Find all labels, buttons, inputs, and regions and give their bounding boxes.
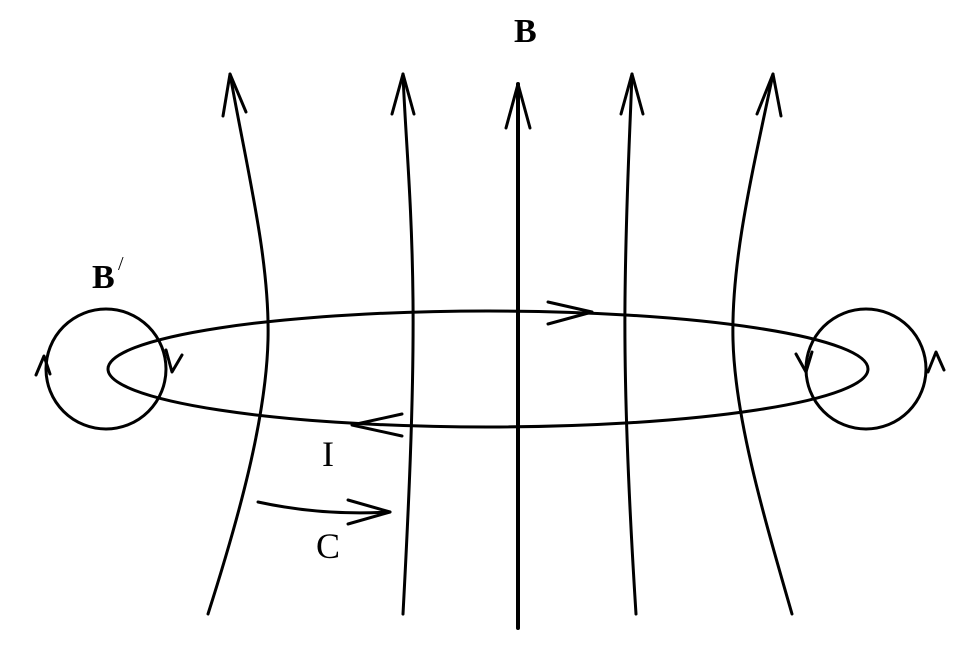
- label-contour: C: [316, 526, 340, 566]
- field-line-right-outer: [731, 72, 794, 616]
- label-field-main: B: [514, 13, 537, 50]
- current-arrow-bottom: [350, 412, 404, 438]
- field-line-center: [504, 82, 532, 630]
- loop-field-right-arrow-right: [926, 350, 946, 374]
- loop-field-left-arrow-right: [164, 348, 184, 374]
- loop-field-right: [794, 307, 946, 431]
- label-field-loop: B: [92, 259, 115, 296]
- field-line-left-outer: [206, 72, 270, 616]
- contour-arrow: [256, 498, 392, 526]
- field-line-left-inner: [390, 72, 416, 616]
- loop-field-left: [34, 307, 184, 431]
- current-loop: [106, 300, 870, 438]
- label-field-loop-prime: /: [118, 253, 124, 275]
- loop-field-left-arrow-left: [34, 354, 52, 377]
- loop-field-right-arrow-left: [794, 350, 814, 374]
- field-line-right-inner: [619, 72, 645, 616]
- label-current: I: [322, 434, 334, 474]
- current-arrow-top: [546, 300, 594, 326]
